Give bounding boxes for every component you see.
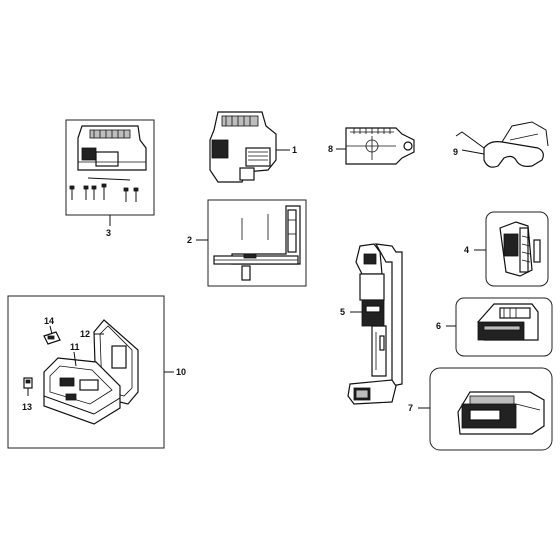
- callout-9: 9: [453, 147, 458, 157]
- callout-13: 13: [22, 402, 32, 412]
- part-10-carrying-case: 14 12 11 13 10: [7, 295, 186, 449]
- callout-1: 1: [292, 145, 297, 155]
- part-8-target-card: 8: [328, 127, 415, 165]
- callout-6: 6: [436, 321, 441, 331]
- part-6-battery-pack: 6: [436, 297, 553, 357]
- callout-7: 7: [408, 403, 413, 413]
- callout-8: 8: [328, 144, 333, 154]
- callout-12: 12: [80, 329, 90, 339]
- callout-14: 14: [44, 316, 54, 326]
- callout-5: 5: [340, 307, 345, 317]
- part-9-safety-glasses: 9: [453, 121, 549, 168]
- callout-11: 11: [70, 342, 80, 352]
- screws: [69, 177, 139, 202]
- part-4-battery: 4: [464, 211, 549, 287]
- part-1-laser-level: 1: [209, 111, 297, 183]
- callout-2: 2: [187, 235, 192, 245]
- callout-3: 3: [106, 228, 111, 238]
- callout-4: 4: [464, 245, 469, 255]
- part-7-charger: 7: [408, 367, 553, 451]
- part-13-clip: [23, 377, 33, 389]
- part-2-mounting-bracket: 2: [187, 199, 307, 287]
- part-5-pole-clamp: 5: [340, 243, 403, 405]
- callout-10: 10: [176, 367, 186, 377]
- part-3-laser-with-screws: 3: [65, 119, 155, 238]
